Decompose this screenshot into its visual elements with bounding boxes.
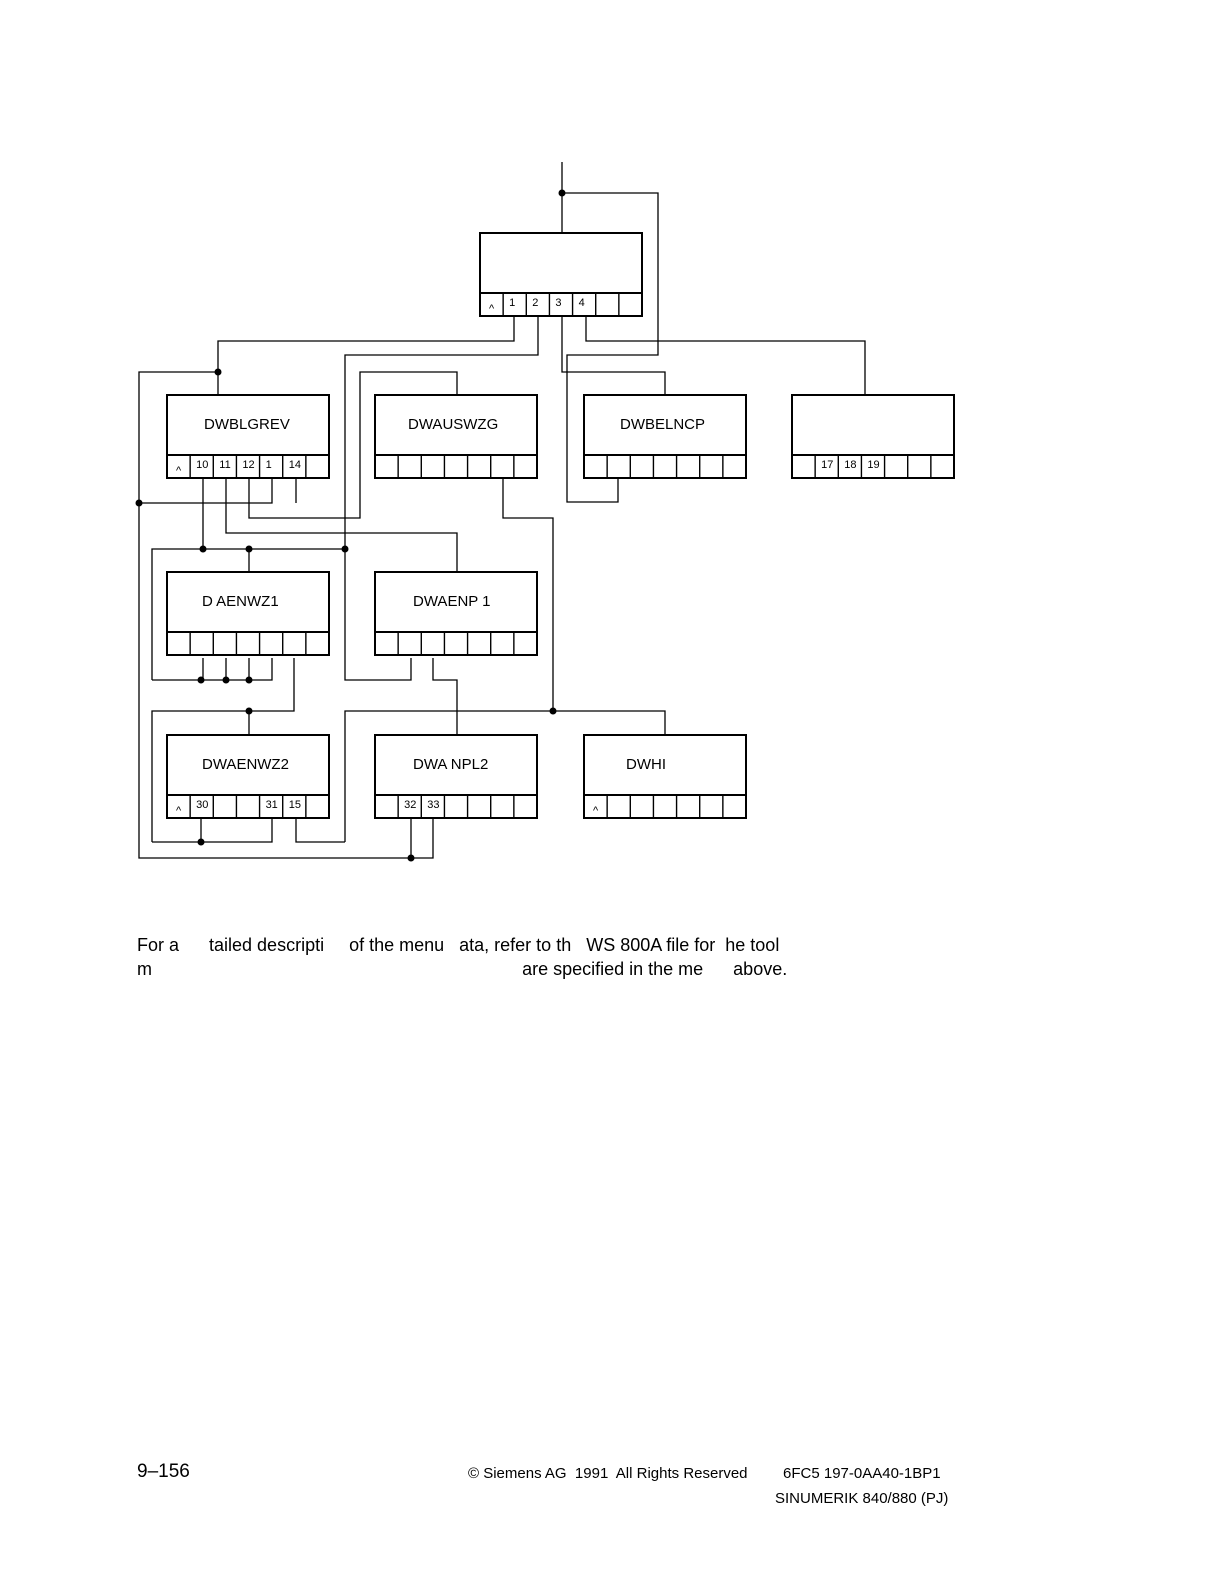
menu-name: DWHI — [626, 756, 666, 773]
softkey-label: 30 — [196, 799, 208, 811]
menu-frame — [374, 734, 538, 819]
menu-daenwz1: D AENWZ1 — [166, 571, 330, 656]
softkey-return-caret: ^ — [489, 303, 495, 315]
description-line-2: m are specified in the me above. — [137, 959, 788, 979]
order-number: 6FC5 197-0AA40-1BP1 — [783, 1465, 941, 1482]
menu-dwaenwz2: DWAENWZ2 ^ 30 31 15 — [166, 734, 330, 819]
softkey-label: 18 — [844, 459, 856, 471]
menu-dwanpl2: DWA NPL2 32 33 — [374, 734, 538, 819]
menu-frame — [374, 571, 538, 656]
connection-lines — [138, 162, 866, 859]
menu-frame — [583, 734, 747, 819]
menu-frame — [583, 394, 747, 479]
menu-frame — [374, 394, 538, 479]
softkey-label: 33 — [427, 799, 439, 811]
menu-dwauswzg: DWAUSWZG — [374, 394, 538, 479]
description-line-1: For a tailed descripti of the menu ata, … — [137, 935, 780, 955]
softkey-label: 10 — [196, 459, 208, 471]
menu-root: ^ 1 2 3 4 — [479, 232, 643, 317]
menu-name: DWA NPL2 — [413, 756, 488, 773]
menu-dwaenp1: DWAENP 1 — [374, 571, 538, 656]
menu-name: DWAENP 1 — [413, 593, 491, 610]
menu-frame — [166, 394, 330, 479]
softkey-return-caret: ^ — [176, 805, 182, 817]
softkey-label: 3 — [555, 297, 561, 309]
softkey-return-caret: ^ — [176, 465, 182, 477]
softkey-label: 32 — [404, 799, 416, 811]
softkey-return-caret: ^ — [593, 805, 599, 817]
softkey-label: 31 — [266, 799, 278, 811]
menu-name: DWAUSWZG — [408, 416, 498, 433]
softkey-label: 4 — [579, 297, 585, 309]
menu-unnamed: 17 18 19 — [791, 394, 955, 479]
menu-frame — [166, 571, 330, 656]
junction-dots — [135, 189, 566, 862]
softkey-label: 1 — [266, 459, 272, 471]
softkey-label: 2 — [532, 297, 538, 309]
softkey-label: 17 — [821, 459, 833, 471]
menu-name: D AENWZ1 — [202, 593, 279, 610]
menu-name: DWAENWZ2 — [202, 756, 289, 773]
menu-dwblgrev: DWBLGREV ^ 10 11 12 1 14 — [166, 394, 330, 479]
menu-name: DWBLGREV — [204, 416, 290, 433]
softkey-label: 15 — [289, 799, 301, 811]
menu-name: DWBELNCP — [620, 416, 705, 433]
menu-frame — [479, 232, 643, 317]
product-name: SINUMERIK 840/880 (PJ) — [775, 1490, 949, 1507]
softkey-label: 1 — [509, 297, 515, 309]
page-number: 9–156 — [137, 1461, 190, 1482]
softkey-label: 12 — [242, 459, 254, 471]
menu-frame — [791, 394, 955, 479]
menu-frame — [166, 734, 330, 819]
copyright-notice: © Siemens AG 1991 All Rights Reserved — [468, 1465, 748, 1482]
softkey-label: 11 — [219, 459, 230, 471]
softkey-label: 19 — [867, 459, 879, 471]
softkey-label: 14 — [289, 459, 301, 471]
menu-dwhi: DWHI ^ — [583, 734, 747, 819]
menu-dwbelncp: DWBELNCP — [583, 394, 747, 479]
